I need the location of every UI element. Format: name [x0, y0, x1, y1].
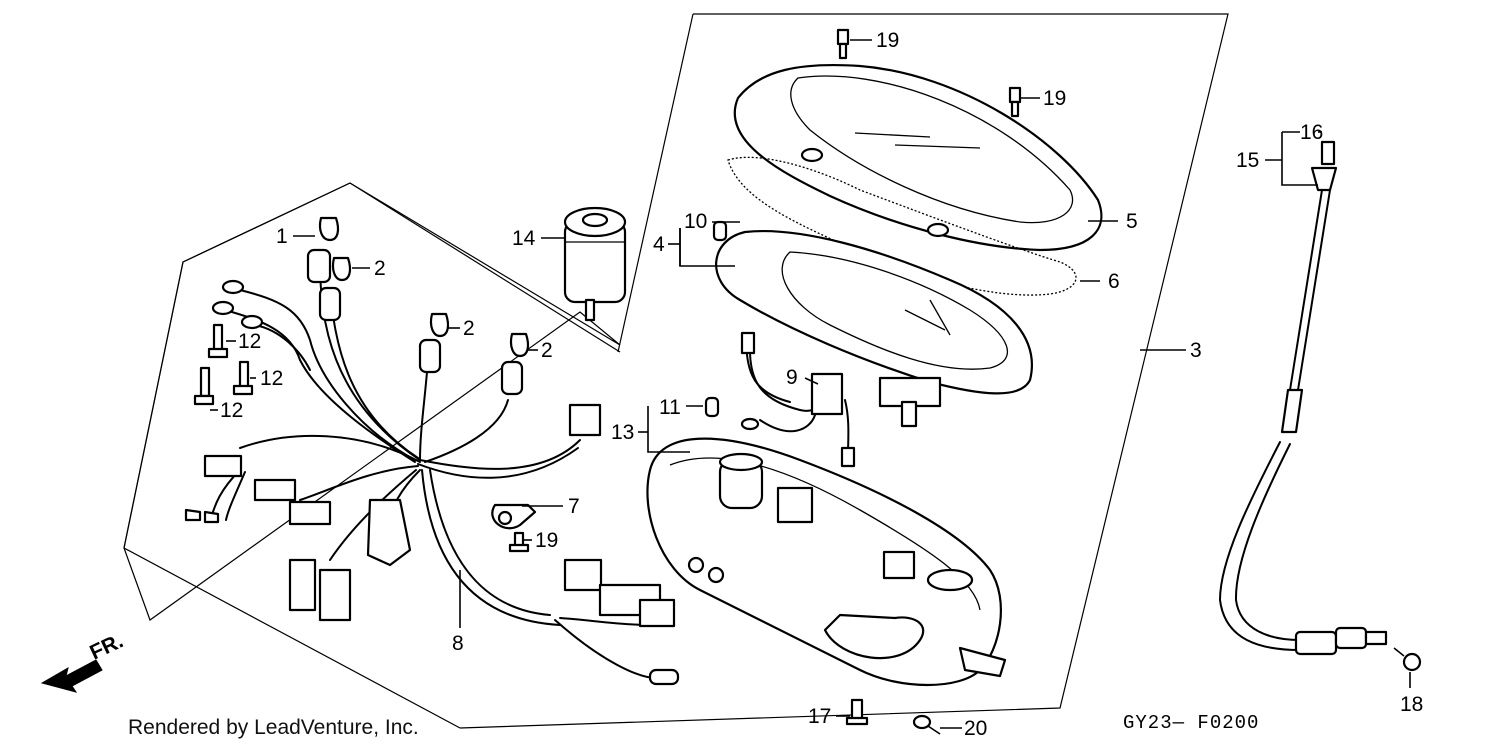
callout-17: 17: [808, 705, 831, 728]
bulb-11: [704, 396, 720, 418]
screws-19-upper: [836, 28, 1022, 118]
callout-6: 6: [1108, 270, 1120, 293]
callout-14: 14: [512, 227, 536, 250]
callout-2: 2: [463, 317, 475, 340]
meter-panel: [715, 230, 1033, 428]
callout-9: 9: [786, 366, 798, 389]
diagram-code: GY23— F0200: [1123, 712, 1260, 734]
callout-10: 10: [684, 210, 707, 233]
callout-15: 15: [1236, 149, 1259, 172]
callout-16: 16: [1300, 121, 1323, 144]
meter-boundary: [459, 13, 1229, 729]
meter-lens-cover: [733, 63, 1103, 252]
callout-7: 7: [568, 495, 580, 518]
meter-boundary-left: [617, 13, 694, 353]
meter-wire-harness: [740, 331, 856, 468]
harness-bulbs: [211, 216, 530, 396]
screw-20: [912, 714, 941, 735]
callout-1: 1: [276, 225, 288, 248]
callout-3: 3: [1190, 339, 1202, 362]
screw-18: [1393, 647, 1422, 672]
screw-17: [845, 698, 869, 726]
meter-socket: [563, 206, 627, 322]
callout-20: 20: [964, 717, 987, 740]
callout-5: 5: [1126, 210, 1138, 233]
render-credit: Rendered by LeadVenture, Inc.: [128, 716, 419, 739]
meter-case-lower: [646, 437, 1007, 687]
speedometer-cable: [1218, 140, 1388, 656]
callout-4: 4: [653, 233, 665, 256]
callout-19: 19: [876, 29, 899, 52]
leader-lines: [210, 39, 1411, 729]
callout-2: 2: [541, 339, 553, 362]
front-direction-arrow-icon: FR.: [40, 629, 127, 693]
screws-12: [193, 323, 254, 406]
bulb-10: [712, 220, 728, 242]
callout-13: 13: [611, 421, 634, 444]
callout-12: 12: [260, 367, 283, 390]
callout-2: 2: [374, 257, 386, 280]
callout-19: 19: [535, 529, 558, 552]
harness-boundary-line: [123, 182, 621, 729]
callout-18: 18: [1400, 693, 1423, 716]
harness-connectors: [184, 403, 680, 686]
callout-11: 11: [659, 396, 681, 419]
callout-19: 19: [1043, 87, 1066, 110]
callout-12: 12: [220, 399, 243, 422]
callout-labels: 1 2 2 2 3 4 5 6 7 8 9 10 11 12 12 12 13 …: [220, 29, 1423, 740]
meter-gasket: [727, 156, 1077, 296]
callout-8: 8: [452, 632, 464, 655]
screw-19-lower: [508, 531, 530, 553]
front-direction-label: FR.: [86, 629, 126, 664]
callout-12: 12: [238, 330, 261, 353]
clamp-7: [491, 503, 537, 530]
